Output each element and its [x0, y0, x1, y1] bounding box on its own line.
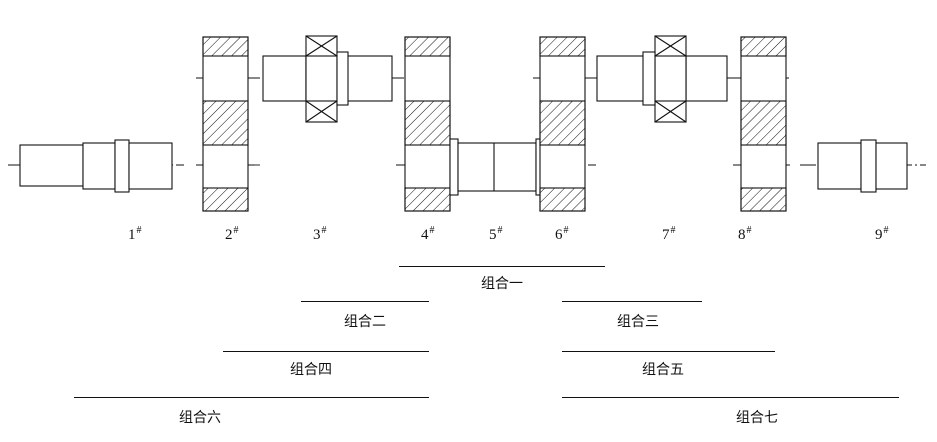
part-6-web-hatch-bottom: [539, 187, 586, 212]
part-2-web: [202, 36, 249, 212]
group-7-label: 组合七: [736, 410, 778, 426]
part-4-web-hatch-top: [404, 36, 451, 57]
part-number-9: 9#: [875, 225, 889, 243]
part-8-web-hatch-bottom: [740, 187, 787, 212]
part-7-collar: [642, 51, 656, 106]
part-number-8: 8#: [738, 225, 752, 243]
group-2-line: [301, 301, 429, 302]
part-7-pin: [596, 35, 728, 123]
part-number-4: 4#: [421, 225, 435, 243]
part-2-web-hatch-middle: [202, 100, 249, 146]
group-5-label: 组合五: [642, 362, 684, 378]
part-7-body-right: [685, 55, 728, 102]
part-number-1: 1#: [128, 225, 142, 243]
group-6-label: 组合六: [179, 410, 221, 426]
group-3-label: 组合三: [617, 314, 659, 330]
part-5-body: [457, 142, 537, 192]
part-5-journal: [449, 138, 543, 196]
part-1-shaft: [19, 139, 173, 193]
part-3-body-left: [262, 55, 307, 102]
group-7-line: [562, 397, 899, 398]
part-1-body: [19, 144, 84, 187]
part-4-web-hatch-middle: [404, 100, 451, 146]
part-9-tail: [875, 142, 908, 190]
part-8-web: [740, 36, 787, 212]
part-1-step: [82, 142, 116, 190]
part-6-web-hatch-middle: [539, 100, 586, 146]
parts-layer: [19, 35, 908, 212]
part-2-web-hatch-top: [202, 36, 249, 57]
part-9-collar: [860, 139, 877, 193]
group-2-label: 组合二: [344, 314, 386, 330]
group-4-label: 组合四: [290, 362, 332, 378]
group-1-label: 组合一: [481, 276, 523, 292]
part-number-7: 7#: [662, 225, 676, 243]
part-number-6: 6#: [555, 225, 569, 243]
part-3-pin: [262, 35, 393, 123]
part-3-bearing-inner: [305, 55, 338, 102]
part-5-collar-left: [449, 138, 459, 196]
part-1-collar: [114, 139, 130, 193]
part-number-5: 5#: [489, 225, 503, 243]
part-3-collar: [336, 51, 349, 106]
part-9-shaft: [817, 139, 908, 193]
part-6-web: [539, 36, 586, 212]
part-2-web-hatch-bottom: [202, 187, 249, 212]
group-1-line: [399, 266, 605, 267]
part-number-3: 3#: [313, 225, 327, 243]
part-number-2: 2#: [225, 225, 239, 243]
part-6-web-hatch-top: [539, 36, 586, 57]
part-1-tail: [128, 142, 173, 190]
group-5-line: [562, 351, 775, 352]
part-4-web: [404, 36, 451, 212]
part-8-web-hatch-middle: [740, 100, 787, 146]
part-8-web-hatch-top: [740, 36, 787, 57]
group-4-line: [223, 351, 429, 352]
group-3-line: [562, 301, 702, 302]
part-9-body: [817, 142, 862, 190]
group-6-line: [74, 397, 429, 398]
part-4-web-hatch-bottom: [404, 187, 451, 212]
part-7-bearing-inner: [654, 55, 687, 102]
